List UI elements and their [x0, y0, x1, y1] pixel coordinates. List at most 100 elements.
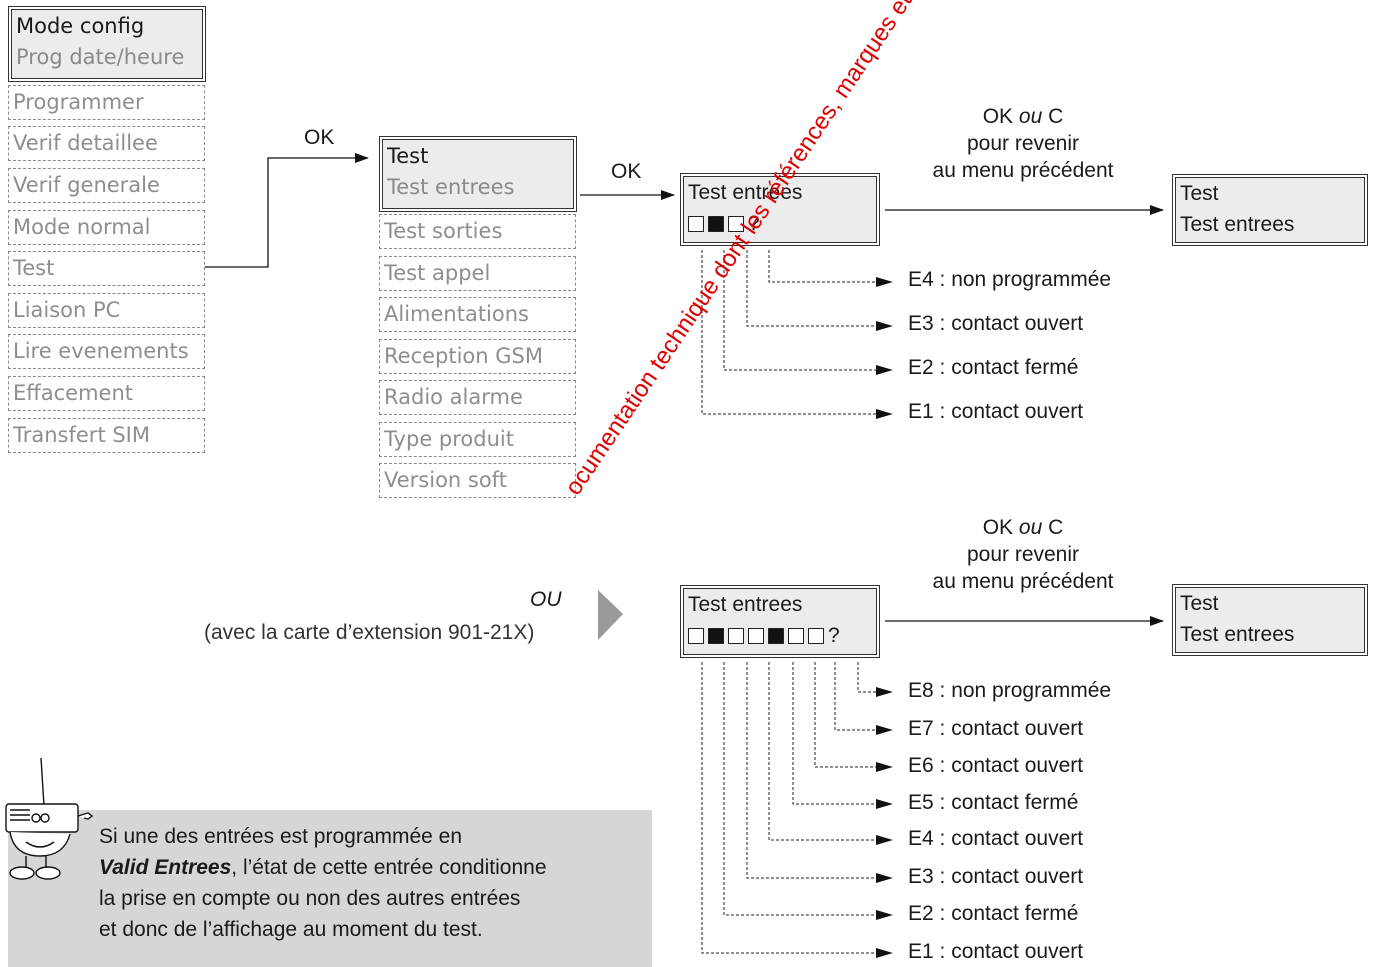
test-item-version-soft: Version soft [379, 463, 576, 498]
info-note-box [8, 810, 652, 967]
indicator-bottom-e6 [788, 628, 804, 645]
alternative-triangle-icon [598, 590, 623, 640]
screen-top-indicators: ? [688, 208, 872, 239]
indicator-top-e3 [728, 216, 744, 233]
leader-top-e4 [768, 250, 880, 283]
menu-item-verif-detaillee: Verif detaillee [8, 126, 205, 161]
indicator-bottom-e8: ? [828, 624, 840, 647]
test-item-radio-alarme: Radio alarme [379, 380, 576, 415]
return-note-top-line1: OK ou C [982, 105, 1064, 128]
entry-top-e1: E1 : contact ouvert [908, 400, 1084, 423]
main-menu-selected-item: Prog date/heure [16, 45, 185, 69]
arrowhead-bottom-e8 [876, 687, 893, 697]
leader-top-e1 [701, 250, 880, 415]
return-note-bottom-line1: OK ou C [982, 516, 1064, 539]
entry-bottom-e8: E8 : non programmée [908, 679, 1112, 702]
return-note-bottom-line3: au menu précédent [932, 570, 1114, 593]
result-bottom-line1: Test [1180, 592, 1219, 615]
indicator-bottom-e7 [808, 628, 824, 645]
alt-ou-label: OU [530, 588, 562, 611]
return-note-bottom: OK ou C pour revenir au menu précédent [900, 514, 1146, 595]
leader-top-e3 [746, 250, 880, 327]
entry-bottom-e5: E5 : contact fermé [908, 791, 1079, 814]
result-screen-top: Test Test entrees [1172, 174, 1368, 246]
arrow-test-to-submenu [205, 153, 369, 268]
result-top-line1: Test [1180, 182, 1219, 205]
leader-bottom-e7 [834, 662, 880, 731]
info-line4: et donc de l’affichage au moment du test… [99, 918, 483, 941]
indicator-bottom-e4 [748, 628, 764, 645]
result-screen-bottom: Test Test entrees [1172, 584, 1368, 656]
entry-bottom-e7: E7 : contact ouvert [908, 717, 1084, 740]
leader-bottom-e1 [701, 662, 880, 954]
result-top-line2: Test entrees [1180, 213, 1295, 236]
arrowhead-top-e1 [876, 409, 893, 419]
menu-item-liaison-pc: Liaison PC [8, 293, 205, 328]
test-menu-selected-item: Test entrees [387, 175, 515, 199]
leader-bottom-e2 [723, 662, 880, 916]
entry-bottom-e4: E4 : contact ouvert [908, 827, 1084, 850]
menu-item-effacement: Effacement [8, 376, 205, 411]
test-menu-selected-box: Test Test entrees [379, 136, 577, 212]
screen-test-entrees-bottom: Test entrees ? [680, 585, 880, 658]
test-item-alimentations: Alimentations [379, 297, 576, 332]
menu-item-programmer: Programmer [8, 85, 205, 120]
screen-test-entrees-top: Test entrees ? [680, 173, 880, 246]
test-item-appel: Test appel [379, 256, 576, 291]
return-note-top-line3: au menu précédent [932, 159, 1114, 182]
info-line2: Valid Entrees, l’état de cette entrée co… [99, 856, 547, 879]
test-item-reception-gsm: Reception GSM [379, 339, 576, 374]
entry-bottom-e2: E2 : contact fermé [908, 902, 1079, 925]
screen-bottom-title: Test entrees [688, 593, 803, 616]
alt-extension-note: (avec la carte d’extension 901-21X) [204, 621, 535, 644]
indicator-bottom-e3 [728, 628, 744, 645]
menu-item-transfert-sim: Transfert SIM [8, 418, 205, 453]
entry-bottom-e3: E3 : contact ouvert [908, 865, 1084, 888]
arrowhead-bottom-e1 [876, 948, 893, 958]
indicator-top-e1 [688, 216, 704, 233]
menu-item-lire-evenements: Lire evenements [8, 334, 205, 369]
info-bold-term: Valid Entrees [99, 856, 232, 879]
leader-top-e2 [723, 250, 880, 371]
arrowhead-top-e3 [876, 321, 893, 331]
menu-item-verif-generale: Verif generale [8, 168, 205, 203]
test-item-sorties: Test sorties [379, 214, 576, 249]
screen-top-title: Test entrees [688, 181, 803, 204]
ok-label-2: OK [611, 160, 642, 183]
indicator-top-e2 [708, 216, 724, 233]
leader-bottom-e8 [857, 662, 880, 693]
leader-bottom-e5 [792, 662, 880, 805]
leader-bottom-e3 [746, 662, 880, 879]
entry-bottom-e6: E6 : contact ouvert [908, 754, 1084, 777]
leader-bottom-e6 [814, 662, 880, 768]
test-menu-title: Test [387, 144, 429, 168]
info-line3: la prise en compte ou non des autres ent… [99, 887, 521, 910]
arrowhead-bottom-e5 [876, 799, 893, 809]
indicator-bottom-e5 [768, 628, 784, 645]
return-note-top: OK ou C pour revenir au menu précédent [900, 103, 1146, 184]
indicator-bottom-e2 [708, 628, 724, 645]
entry-bottom-e1: E1 : contact ouvert [908, 940, 1084, 963]
mascot-robot-icon [5, 757, 94, 880]
arrowhead-bottom-e3 [876, 873, 893, 883]
main-menu-selected-box: Mode config Prog date/heure [8, 6, 206, 82]
entry-top-e3: E3 : contact ouvert [908, 312, 1084, 335]
main-menu-title: Mode config [16, 14, 145, 38]
entry-top-e4: E4 : non programmée [908, 268, 1112, 291]
arrowhead-top-e2 [876, 365, 893, 375]
result-bottom-line2: Test entrees [1180, 623, 1295, 646]
test-item-type-produit: Type produit [379, 422, 576, 457]
menu-item-mode-normal: Mode normal [8, 210, 205, 245]
return-note-top-line2: pour revenir [966, 132, 1080, 155]
entry-top-e2: E2 : contact fermé [908, 356, 1079, 379]
info-note-text: Si une des entrées est programmée en Val… [99, 821, 547, 945]
arrowhead-top-e4 [876, 277, 893, 287]
arrowhead-bottom-e7 [876, 725, 893, 735]
ok-label-1: OK [304, 126, 335, 149]
arrowhead-bottom-e2 [876, 910, 893, 920]
indicator-bottom-e1 [688, 628, 704, 645]
return-note-bottom-line2: pour revenir [966, 543, 1080, 566]
arrowhead-bottom-e4 [876, 835, 893, 845]
leader-bottom-e4 [768, 662, 880, 841]
